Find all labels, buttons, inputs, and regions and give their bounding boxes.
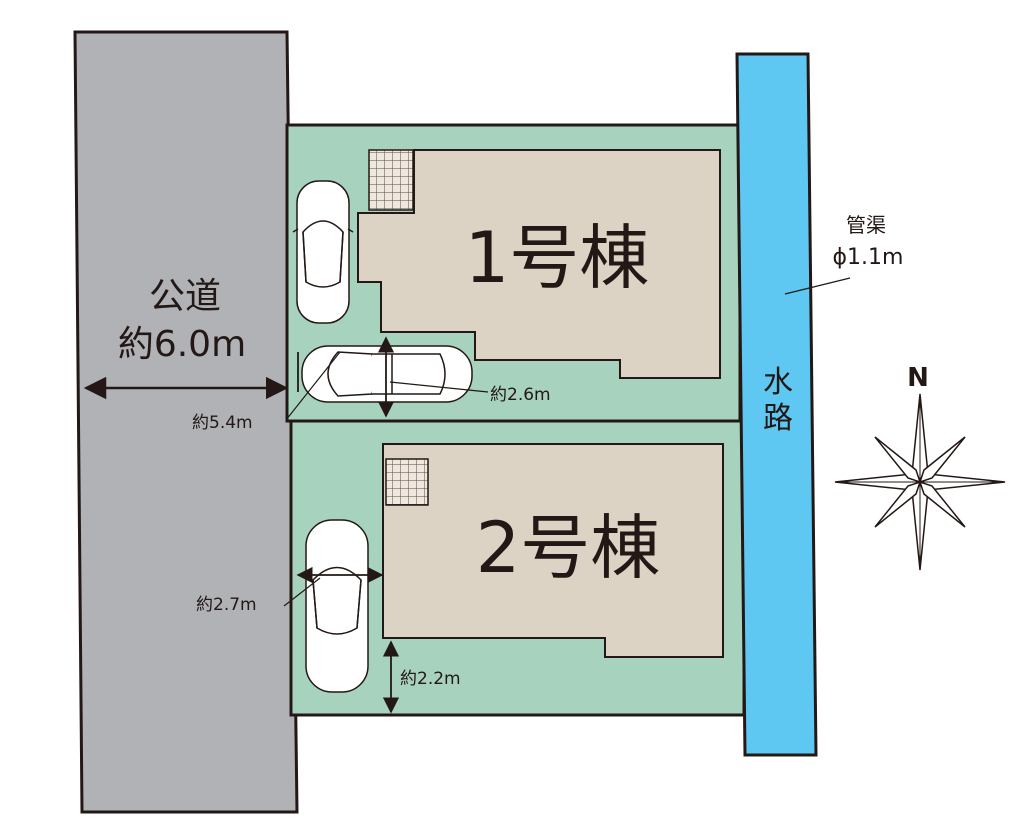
width-leader-line-1 xyxy=(389,381,489,393)
building-2-label: 2号棟 xyxy=(476,507,661,589)
dimension-label-2-7m: 約2.7m xyxy=(196,595,257,615)
waterway-label-bottom: 路 xyxy=(763,401,793,436)
building-1-footprint xyxy=(357,149,721,379)
building-2-deck-grid xyxy=(385,458,429,506)
road-label: 公道 xyxy=(149,276,221,317)
car-2 xyxy=(301,345,473,403)
dimension-label-2-6m: 約2.6m xyxy=(490,385,551,405)
car-1 xyxy=(292,180,354,324)
building-1-deck-grid xyxy=(368,149,414,211)
car-3 xyxy=(305,519,369,693)
road-width-label: 約6.0m xyxy=(118,324,246,365)
culvert-diameter-label: ϕ1.1m xyxy=(833,245,904,270)
compass-north-label: N xyxy=(907,363,929,393)
compass-rose xyxy=(834,393,1006,571)
culvert-label: 管渠 xyxy=(846,213,886,237)
width-leader-line-2 xyxy=(283,577,321,607)
culvert-leader-line xyxy=(784,277,851,295)
dimension-label-2-2m: 約2.2m xyxy=(400,669,461,689)
dimension-label-5-4m: 約5.4m xyxy=(192,413,253,433)
frontage-leader-line xyxy=(285,351,341,421)
public-road xyxy=(73,30,299,814)
building-1-label: 1号棟 xyxy=(465,217,650,299)
building-2-footprint xyxy=(382,443,724,658)
waterway-label-top: 水 xyxy=(763,365,793,400)
waterway xyxy=(735,52,818,757)
